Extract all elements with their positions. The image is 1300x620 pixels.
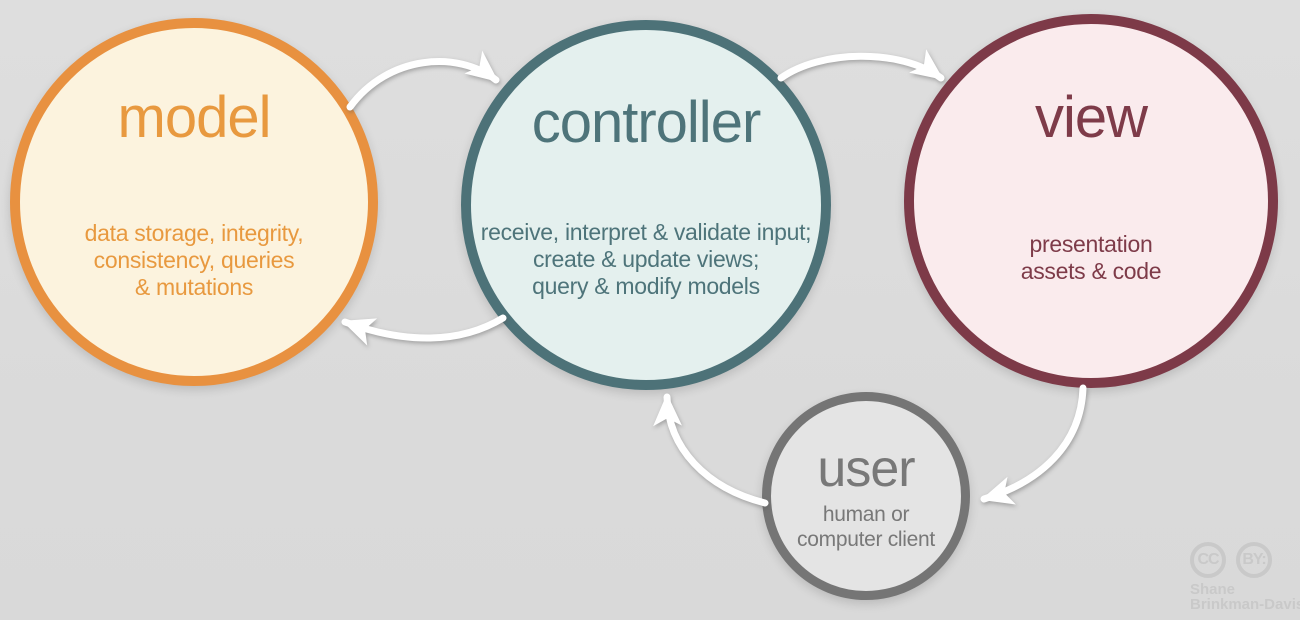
description-line: & mutations: [134, 274, 254, 300]
cc-badges: CC BY:: [1190, 542, 1300, 578]
arrow-view-to-user: [980, 384, 1087, 505]
node-user-description: human or computer client: [797, 502, 935, 552]
node-view-description: presentation assets & code: [1021, 231, 1162, 285]
node-model-title: model: [117, 85, 272, 150]
description-line: computer client: [797, 528, 935, 551]
node-user-title: user: [817, 440, 915, 498]
license-attribution: CC BY: Shane Brinkman-Davis: [1190, 542, 1300, 612]
author-line: Shane: [1190, 581, 1236, 598]
description-line: human or: [822, 503, 910, 526]
description-line: receive, interpret & validate input;: [480, 219, 812, 245]
author-name: Shane Brinkman-Davis: [1190, 582, 1300, 612]
description-line: assets & code: [1020, 258, 1162, 284]
arrow-user-to-controller: [653, 393, 769, 507]
arrow-controller-to-model: [341, 314, 507, 346]
cc-by-badge-icon: BY:: [1236, 542, 1272, 578]
node-model: model data storage, integrity, consisten…: [10, 18, 378, 386]
description-line: presentation: [1029, 231, 1153, 257]
description-line: data storage, integrity,: [84, 220, 304, 246]
node-model-description: data storage, integrity, consistency, qu…: [85, 220, 304, 301]
node-view-title: view: [1034, 85, 1148, 150]
arrow-model-to-controller: [346, 50, 500, 111]
description-line: consistency, queries: [93, 247, 295, 273]
node-controller-title: controller: [531, 90, 762, 155]
node-controller-description: receive, interpret & validate input; cre…: [481, 219, 812, 300]
arrow-controller-to-view: [777, 49, 945, 82]
description-line: query & modify models: [532, 273, 760, 299]
node-user: user human or computer client: [762, 392, 970, 600]
author-line: Brinkman-Davis: [1190, 596, 1300, 613]
description-line: create & update views;: [532, 246, 760, 272]
node-controller: controller receive, interpret & validate…: [461, 20, 831, 390]
cc-badge-icon: CC: [1190, 542, 1226, 578]
node-view: view presentation assets & code: [904, 14, 1278, 388]
